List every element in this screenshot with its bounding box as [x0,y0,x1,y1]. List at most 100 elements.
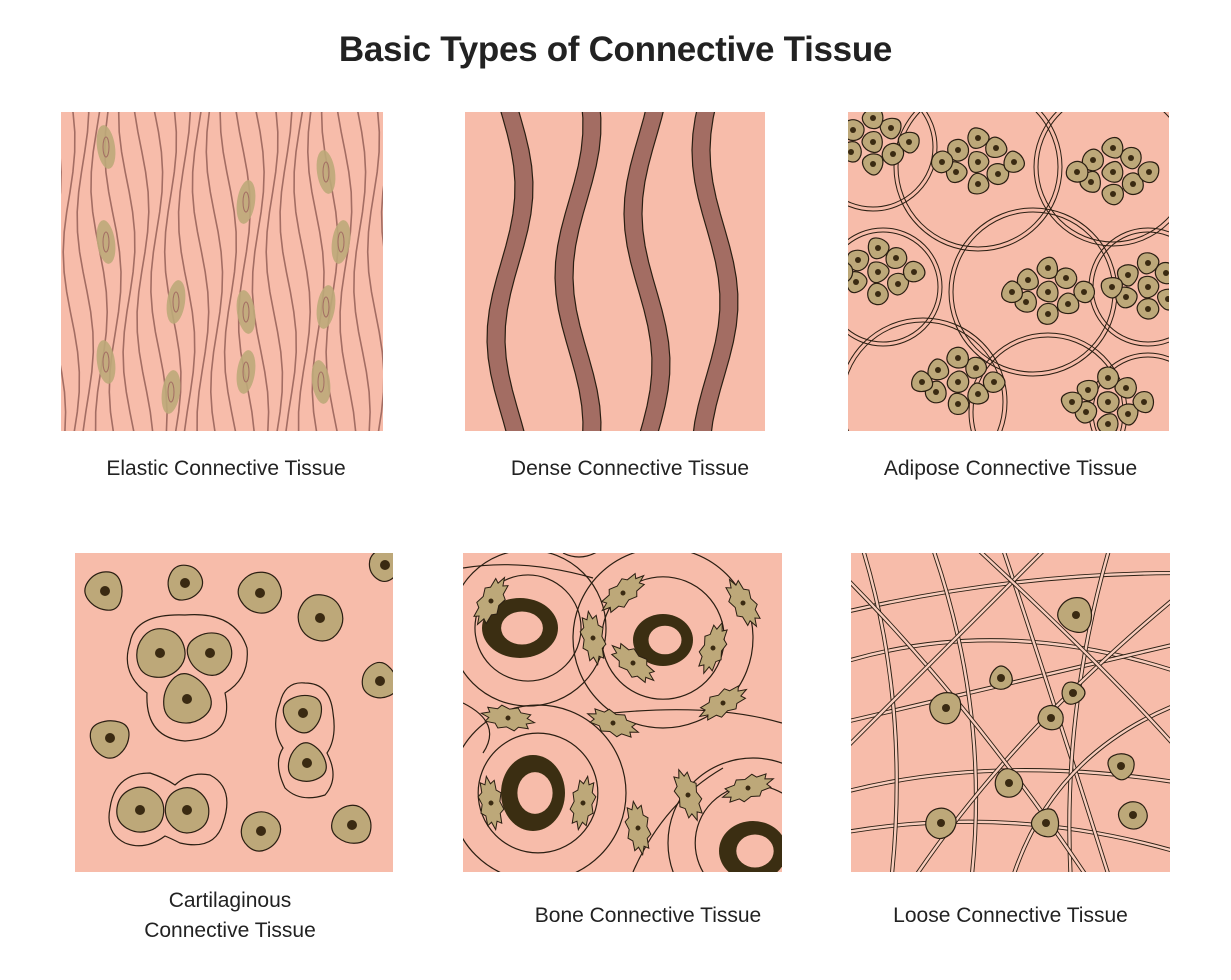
lamella-ring [572,553,754,729]
cell-nucleus [1047,714,1055,722]
cell-nucleus [1045,265,1051,271]
osteocyte [569,774,597,832]
cell-nucleus [1045,289,1051,295]
osteocyte [624,799,652,857]
fibroblast-nucleus [242,301,250,323]
adipocyte-membrane [893,112,1063,252]
cell-nucleus [953,169,959,175]
elastic-tissue-label: Elastic Connective Tissue [106,457,346,480]
fibroblast [236,180,256,224]
osteocyte [698,621,728,675]
bone-tissue-label: Bone Connective Tissue [534,904,762,927]
cell-nucleus [1129,811,1137,819]
cartilaginous-tissue-illustration [75,553,393,872]
cell-nucleus [895,281,901,287]
cell-nucleus [298,708,308,718]
collagen-fiber [851,639,1170,671]
cell-nucleus [942,704,950,712]
osteocyte [725,578,761,628]
cell-nucleus [870,115,876,121]
cell-nucleus [939,159,945,165]
fibroblast [96,340,116,384]
fibroblast-nucleus [102,136,110,158]
cell-nucleus [1023,299,1029,305]
osteocyte [586,708,640,738]
lamella-ring [463,704,627,872]
cell [848,141,862,163]
cell-nucleus [1105,375,1111,381]
elastic-tissue-illustration [61,112,383,431]
cell-nucleus [1110,169,1116,175]
elastic-fiber [279,112,298,431]
adipocyte-membrane [848,321,1004,431]
osteocyte [610,642,656,684]
cell-nucleus [1081,289,1087,295]
cell-nucleus [1063,275,1069,281]
elastic-fiber [191,112,210,431]
elastic-fiber [61,158,67,431]
elastic-fiber [353,112,371,431]
collagen-fiber-bundle [486,112,534,431]
cell-nucleus [180,578,190,588]
cell-nucleus [935,367,941,373]
cell-nucleus [1145,284,1151,290]
osteocyte [721,773,775,803]
cell-nucleus [1009,289,1015,295]
osteocyte [479,704,537,732]
elastic-fiber [265,112,284,431]
collagen-fiber-bundle [554,112,602,431]
cell-nucleus [205,648,215,658]
fibroblast-nucleus [242,191,250,213]
collagen-fiber [979,553,1170,743]
fibroblast [316,150,336,194]
fibroblast [96,220,116,264]
cell-nucleus [1025,277,1031,283]
fibroblast-nucleus [172,291,180,313]
cell-nucleus [100,586,110,596]
fibroblast-nucleus [102,351,110,373]
fibroblast-nucleus [322,296,330,318]
cell-nucleus [1165,296,1169,302]
cell-nucleus [1105,421,1111,427]
cell-nucleus [302,758,312,768]
elastic-fiber [133,112,154,431]
cell-nucleus [993,145,999,151]
cell-nucleus [182,694,192,704]
fibroblast [236,350,256,394]
collagen-fiber [851,820,1170,852]
fibroblast-nucleus [242,361,250,383]
cell-nucleus [1145,306,1151,312]
osteocyte [673,768,703,822]
cell-nucleus [997,674,1005,682]
cell-nucleus [1011,159,1017,165]
lacuna [275,682,335,799]
adipocyte-membrane [848,231,939,343]
osteocyte [477,774,505,832]
cell-nucleus [1128,155,1134,161]
lacuna [126,614,248,742]
elastic-fiber [293,112,312,431]
cell-nucleus [1141,399,1147,405]
cell-nucleus [955,379,961,385]
cell [1156,288,1169,311]
cell-nucleus [1065,301,1071,307]
cell-nucleus [1088,179,1094,185]
cartilaginous-tissue-label: Cartilaginous Connective Tissue [144,889,316,942]
fibroblast-nucleus [322,161,330,183]
fibroblast [161,370,181,414]
elastic-fiber [76,112,95,431]
elastic-fiber [336,112,357,431]
cell-nucleus [937,819,945,827]
adipose-tissue-illustration [848,112,1169,431]
haversian-canal [501,611,543,645]
collagen-fiber [933,553,978,872]
cell-nucleus [1117,762,1125,770]
adipose-tissue-label: Adipose Connective Tissue [883,457,1138,480]
osteocyte [473,576,509,626]
haversian-canal [517,772,553,814]
fibroblast [166,280,186,324]
cell-nucleus [855,257,861,263]
haversian-canal [736,834,774,868]
collagen-fiber [917,600,1170,872]
cell-nucleus [1125,411,1131,417]
